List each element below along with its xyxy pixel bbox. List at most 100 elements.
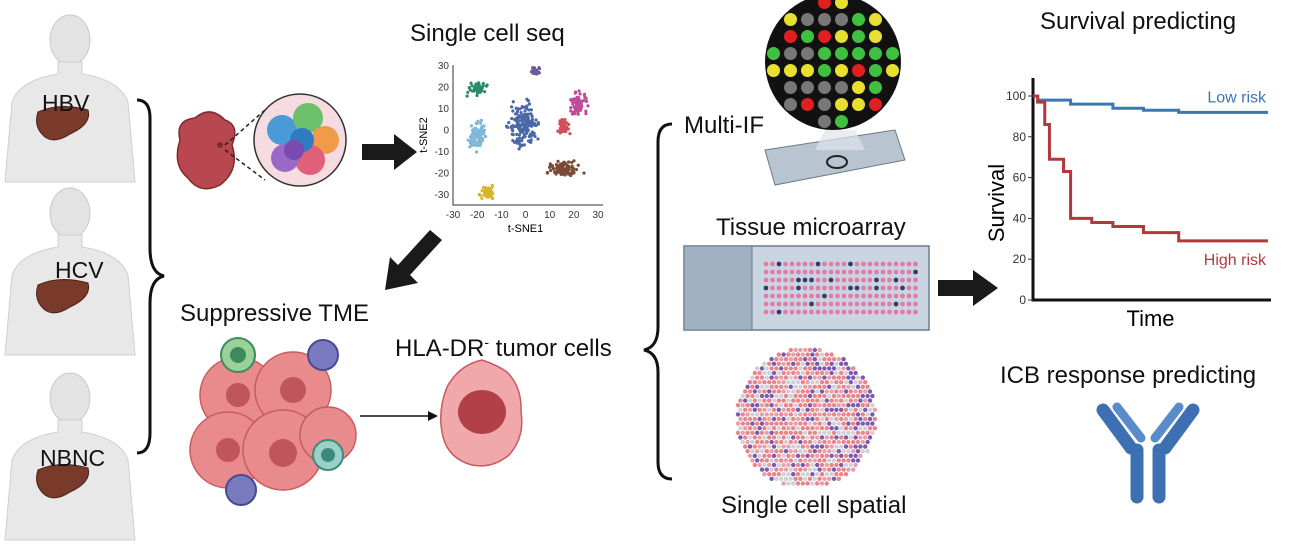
- spatial-cell: [829, 389, 834, 394]
- spatial-cell: [810, 481, 815, 486]
- km-legend-low-risk: Low risk: [1207, 89, 1267, 106]
- spatial-cell: [755, 393, 760, 399]
- tma-core: [900, 285, 905, 291]
- tsne-point-magenta: [573, 91, 577, 95]
- spatial-cell: [858, 435, 863, 440]
- spatial-cell: [846, 439, 851, 445]
- spatial-cell: [755, 366, 760, 371]
- spatial-cell: [848, 416, 853, 422]
- spatial-cell: [867, 407, 873, 412]
- spatial-cell: [815, 453, 820, 458]
- spatial-cell: [817, 403, 822, 408]
- tma-core: [906, 269, 912, 275]
- spatial-cell: [822, 458, 827, 463]
- spatial-cell: [810, 352, 815, 357]
- spatial-cell: [851, 430, 856, 435]
- tsne-point-blue: [527, 102, 532, 106]
- tma-core: [789, 293, 795, 299]
- tsne-point-blue: [519, 128, 523, 132]
- spatial-cell: [752, 453, 757, 458]
- spatial-cell: [812, 375, 817, 380]
- tma-core: [867, 261, 873, 267]
- spatial-cell: [865, 384, 870, 389]
- spatial-cell: [855, 421, 861, 426]
- spatial-cell: [767, 453, 772, 458]
- spatial-cell: [771, 398, 777, 403]
- tsne-point-brown: [574, 167, 579, 172]
- spatial-cell: [757, 435, 762, 440]
- tma-core: [822, 285, 827, 291]
- tsne-point-blue: [515, 132, 519, 137]
- tma-core: [815, 301, 821, 307]
- spatial-cell: [807, 439, 813, 445]
- spatial-cell: [779, 458, 784, 463]
- spatial-cell: [841, 357, 846, 362]
- spatial-cell: [824, 435, 829, 440]
- if-spot: [784, 13, 797, 26]
- spatial-cell: [817, 458, 822, 463]
- spatial-cell: [771, 462, 777, 468]
- spatial-cell: [805, 361, 810, 366]
- tma-core: [822, 277, 827, 283]
- km-ytick: 80: [1013, 130, 1027, 144]
- spatial-cell: [740, 412, 745, 417]
- spatial-cell: [771, 407, 777, 412]
- tma-core: [854, 269, 860, 275]
- tme-cell-cluster-illustration: [189, 337, 357, 506]
- spatial-cell: [824, 361, 829, 366]
- tma-core: [913, 301, 918, 307]
- tma-core: [854, 309, 860, 315]
- tsne-point-magenta: [584, 99, 589, 103]
- spatial-cell: [805, 352, 810, 357]
- spatial-cell: [735, 403, 741, 408]
- tma-core: [776, 293, 782, 299]
- if-spot: [886, 47, 899, 60]
- tsne-ytick: -30: [435, 190, 450, 201]
- spatial-cell: [800, 361, 805, 366]
- spatial-cell: [783, 412, 789, 417]
- spatial-cell: [817, 476, 822, 481]
- tma-core: [893, 293, 899, 299]
- spatial-cell: [817, 366, 822, 371]
- spatial-cell: [798, 366, 803, 371]
- spatial-cell: [831, 476, 837, 481]
- tma-core: [809, 285, 814, 291]
- spatial-cell: [755, 430, 760, 435]
- spatial-cell: [783, 430, 789, 435]
- spatial-cell: [858, 398, 863, 403]
- spatial-cell: [762, 435, 767, 440]
- tsne-point-light-blue: [482, 131, 486, 135]
- if-spot: [852, 30, 865, 43]
- spatial-cell: [827, 430, 832, 435]
- tma-core: [900, 293, 905, 299]
- tma-core: [861, 261, 866, 267]
- spatial-cell: [774, 449, 779, 454]
- spatial-cell: [860, 449, 865, 454]
- spatial-cell: [870, 412, 875, 417]
- spatial-cell: [827, 412, 832, 417]
- tma-core: [880, 261, 886, 267]
- spatial-cell: [870, 421, 875, 426]
- tsne-point-brown: [545, 171, 550, 175]
- tma-core: [867, 293, 873, 299]
- spatial-cell: [815, 462, 820, 468]
- tsne-point-red: [560, 129, 565, 134]
- spatial-cell: [793, 375, 798, 380]
- spatial-cell: [827, 384, 832, 389]
- spatial-cell: [759, 384, 765, 389]
- spatial-cell: [846, 421, 851, 426]
- spatial-cell: [819, 389, 825, 394]
- spatial-cell: [779, 366, 784, 371]
- tsne-point-brown: [565, 170, 570, 174]
- if-spot: [869, 64, 882, 77]
- spatial-cell: [774, 366, 779, 371]
- tma-core: [789, 277, 795, 283]
- spatial-cell: [827, 476, 832, 481]
- tsne-point-yellow: [480, 189, 484, 193]
- if-spot: [818, 115, 831, 128]
- single-cell-spatial-label: Single cell spatial: [721, 492, 907, 519]
- spatial-cell: [779, 357, 784, 362]
- tsne-point-brown: [552, 170, 557, 174]
- spatial-cell: [834, 380, 839, 385]
